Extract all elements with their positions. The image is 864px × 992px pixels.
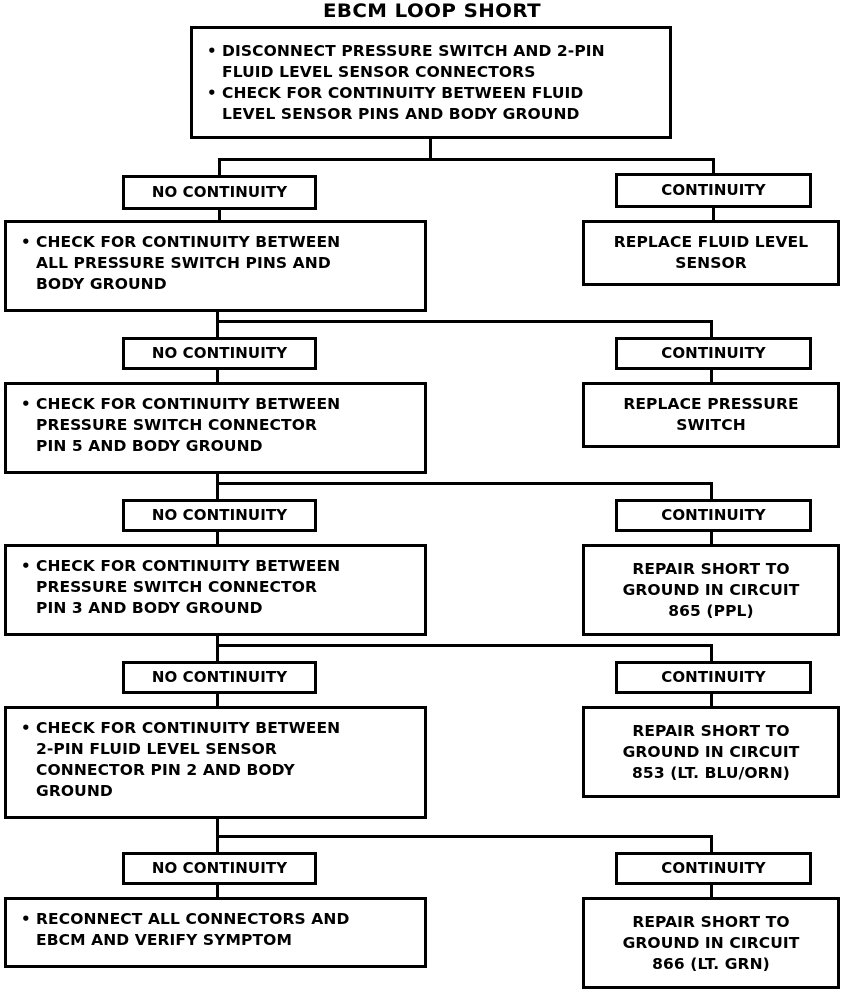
check-box-2: • CHECK FOR CONTINUITY BETWEEN PRESSURE … — [4, 544, 427, 636]
start-bullet-row-0: • DISCONNECT PRESSURE SWITCH AND 2-PIN F… — [207, 41, 659, 83]
result-box-2: REPAIR SHORT TO GROUND IN CIRCUIT 865 (P… — [582, 544, 840, 636]
connector-drop-right-0 — [712, 158, 715, 176]
connector-stem-3 — [216, 636, 219, 646]
connector-bus-4 — [216, 835, 713, 838]
bullet-icon: • — [21, 557, 31, 575]
connector-pill-to-box-left-1 — [216, 369, 219, 383]
result-box-0-text: REPLACE FLUID LEVEL SENSOR — [613, 233, 809, 272]
connector-drop-right-2 — [710, 482, 713, 500]
check-box-3: • CHECK FOR CONTINUITY BETWEEN 2-PIN FLU… — [4, 706, 427, 819]
result-box-1: REPLACE PRESSURE SWITCH — [582, 382, 840, 448]
label-no-continuity-2: NO CONTINUITY — [122, 499, 317, 532]
check-box-4-text: RECONNECT ALL CONNECTORS AND EBCM AND VE… — [36, 910, 350, 949]
connector-pill-to-box-right-3 — [710, 693, 713, 707]
result-box-1-text: REPLACE PRESSURE SWITCH — [623, 395, 799, 434]
connector-drop-left-0 — [218, 158, 221, 176]
check-box-0: • CHECK FOR CONTINUITY BETWEEN ALL PRESS… — [4, 220, 427, 312]
start-bullet-row-1: • CHECK FOR CONTINUITY BETWEEN FLUID LEV… — [207, 83, 659, 125]
connector-bus-1 — [216, 320, 713, 323]
connector-pill-to-box-right-0 — [712, 207, 715, 221]
connector-pill-to-box-left-4 — [216, 884, 219, 898]
result-box-4-text: REPAIR SHORT TO GROUND IN CIRCUIT 866 (L… — [622, 912, 800, 973]
label-text: NO CONTINUITY — [151, 344, 288, 362]
label-text: CONTINUITY — [661, 668, 766, 686]
connector-drop-right-4 — [710, 835, 713, 853]
connector-pill-to-box-right-4 — [710, 884, 713, 898]
connector-stem-4 — [216, 819, 219, 829]
bullet-icon: • — [207, 83, 217, 102]
label-continuity-4: CONTINUITY — [615, 852, 812, 885]
label-continuity-1: CONTINUITY — [615, 337, 812, 370]
start-item-0-text: DISCONNECT PRESSURE SWITCH AND 2-PIN FLU… — [222, 41, 605, 81]
connector-drop-right-1 — [710, 320, 713, 338]
label-no-continuity-4: NO CONTINUITY — [122, 852, 317, 885]
connector-pill-to-box-left-3 — [216, 693, 219, 707]
label-text: NO CONTINUITY — [151, 859, 288, 877]
connector-pill-to-box-right-1 — [710, 369, 713, 383]
label-text: NO CONTINUITY — [151, 506, 288, 524]
result-box-3-text: REPAIR SHORT TO GROUND IN CIRCUIT 853 (L… — [622, 721, 800, 782]
label-no-continuity-3: NO CONTINUITY — [122, 661, 317, 694]
label-continuity-3: CONTINUITY — [615, 661, 812, 694]
connector-stem-1 — [216, 312, 219, 322]
check-box-3-text: CHECK FOR CONTINUITY BETWEEN 2-PIN FLUID… — [36, 719, 341, 800]
check-box-1: • CHECK FOR CONTINUITY BETWEEN PRESSURE … — [4, 382, 427, 474]
label-text: CONTINUITY — [661, 506, 766, 524]
connector-bus-0 — [218, 158, 715, 161]
bullet-icon: • — [21, 395, 31, 413]
connector-stem-0 — [429, 139, 432, 160]
connector-drop-right-3 — [710, 644, 713, 662]
check-box-2-text: CHECK FOR CONTINUITY BETWEEN PRESSURE SW… — [36, 557, 341, 617]
bullet-icon: • — [207, 41, 217, 60]
start-box: • DISCONNECT PRESSURE SWITCH AND 2-PIN F… — [190, 26, 672, 139]
label-text: CONTINUITY — [661, 344, 766, 362]
label-continuity-2: CONTINUITY — [615, 499, 812, 532]
connector-pill-to-box-left-0 — [218, 209, 221, 221]
result-box-4: REPAIR SHORT TO GROUND IN CIRCUIT 866 (L… — [582, 897, 840, 989]
connector-pill-to-box-left-2 — [216, 531, 219, 545]
check-box-0-text: CHECK FOR CONTINUITY BETWEEN ALL PRESSUR… — [36, 233, 341, 293]
result-box-0: REPLACE FLUID LEVEL SENSOR — [582, 220, 840, 286]
label-continuity-0: CONTINUITY — [615, 173, 812, 208]
bullet-icon: • — [21, 719, 31, 737]
check-box-4: • RECONNECT ALL CONNECTORS AND EBCM AND … — [4, 897, 427, 968]
label-text: CONTINUITY — [661, 181, 766, 199]
label-text: CONTINUITY — [661, 859, 766, 877]
connector-bus-2 — [216, 482, 713, 485]
bullet-icon: • — [21, 910, 31, 928]
label-text: NO CONTINUITY — [151, 183, 288, 201]
connector-drop-left-4 — [216, 827, 219, 853]
start-item-1-text: CHECK FOR CONTINUITY BETWEEN FLUID LEVEL… — [222, 83, 584, 123]
label-no-continuity-0: NO CONTINUITY — [122, 175, 317, 210]
connector-drop-left-3 — [216, 644, 219, 662]
label-text: NO CONTINUITY — [151, 668, 288, 686]
check-box-1-text: CHECK FOR CONTINUITY BETWEEN PRESSURE SW… — [36, 395, 341, 455]
connector-drop-left-1 — [216, 320, 219, 338]
label-no-continuity-1: NO CONTINUITY — [122, 337, 317, 370]
connector-stem-2 — [216, 474, 219, 484]
result-box-3: REPAIR SHORT TO GROUND IN CIRCUIT 853 (L… — [582, 706, 840, 798]
bullet-icon: • — [21, 233, 31, 251]
result-box-2-text: REPAIR SHORT TO GROUND IN CIRCUIT 865 (P… — [622, 559, 800, 620]
connector-drop-left-2 — [216, 482, 219, 500]
connector-bus-3 — [216, 644, 713, 647]
page-title: EBCM LOOP SHORT — [322, 0, 542, 22]
connector-pill-to-box-right-2 — [710, 531, 713, 545]
